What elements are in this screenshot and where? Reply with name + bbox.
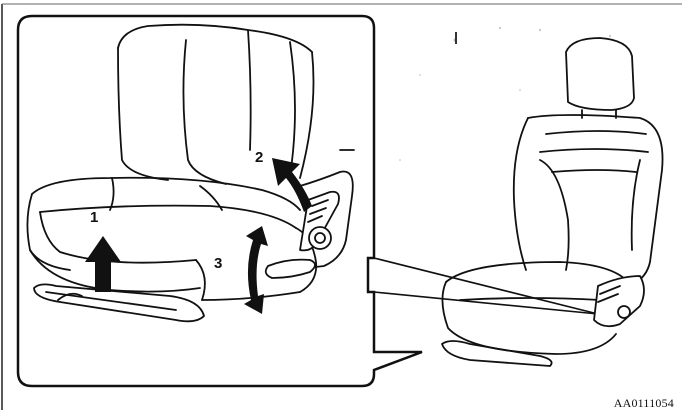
callout-1: 1 (90, 209, 98, 226)
full-seat (442, 38, 663, 366)
zoom-connector (374, 258, 598, 352)
callout-2: 2 (255, 149, 263, 166)
figure-id-label: AA0111054 (614, 396, 674, 411)
magnified-inset (18, 16, 422, 386)
callout-3: 3 (214, 255, 222, 272)
